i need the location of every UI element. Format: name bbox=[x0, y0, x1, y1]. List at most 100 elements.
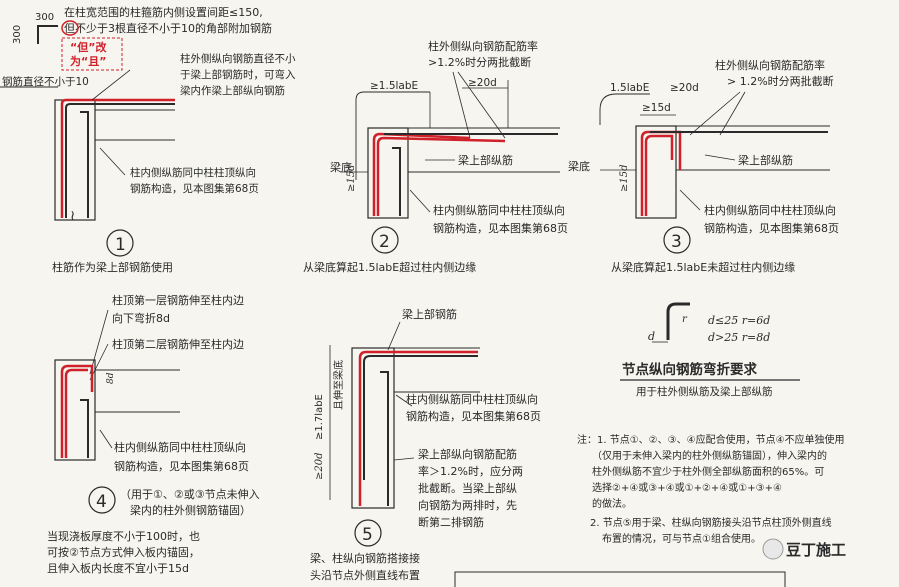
dim-300-top: 300 bbox=[35, 12, 54, 23]
d2-outer-rebar-2 bbox=[376, 136, 506, 216]
diagram-4: 柱顶第一层钢筋伸至柱内边 向下弯折8d 柱顶第二层钢筋伸至柱内边 8d 柱内侧纵… bbox=[47, 293, 260, 575]
d3-number: 3 bbox=[671, 232, 682, 252]
dim-300-side: 300 bbox=[12, 25, 23, 44]
note-line-6: 2. 节点⑤用于梁、柱纵向钢筋接头沿节点柱顶外侧直线 bbox=[590, 516, 832, 529]
bend-title: 节点纵向钢筋弯折要求 bbox=[622, 361, 757, 378]
watermark: 豆丁施工 bbox=[762, 538, 846, 560]
bend-requirement: d r d≤25 r=6d d>25 r=8d 节点纵向钢筋弯折要求 用于柱外侧… bbox=[620, 302, 800, 398]
d4-slab-2: 可按②节点方式伸入板内锚固， bbox=[47, 545, 200, 559]
note-line-7: 布置的情况，可与节点①组合使用。 bbox=[602, 532, 761, 545]
d1-inner-note-1: 柱内侧纵筋同中柱柱顶纵向 bbox=[130, 166, 256, 179]
bend-d-label: d bbox=[648, 330, 655, 343]
d5-ratio-1: 梁上部纵向钢筋配筋 bbox=[418, 447, 517, 461]
bend-rule-1: d≤25 r=6d bbox=[708, 314, 770, 327]
title-block-frame bbox=[454, 571, 786, 587]
d4-first-layer-2: 向下弯折8d bbox=[112, 311, 170, 325]
d4-slab-3: 且伸入板内长度不宜小于15d bbox=[47, 561, 189, 575]
bend-bar-icon bbox=[666, 302, 690, 340]
d3-beam-bottom: 梁底 bbox=[568, 159, 590, 173]
d4-slab-1: 当现浇板厚度不小于100时，也 bbox=[47, 529, 200, 543]
watermark-text: 豆丁施工 bbox=[786, 541, 846, 559]
d3-outer-rebar-2 bbox=[644, 134, 674, 216]
d5-inner-note-1: 柱内侧纵筋同中柱柱顶纵向 bbox=[406, 392, 538, 406]
top-note-line2: 但不少于3根直径不小于10的角部附加钢筋 bbox=[64, 21, 272, 35]
d2-outer-rebar-1 bbox=[372, 132, 471, 216]
d5-outer-rebar bbox=[358, 350, 478, 506]
d5-ratio-4: 向钢筋为两排时，先 bbox=[418, 498, 517, 512]
diagram-5: 梁上部钢筋 ≥1.7labE 且伸至梁底 ≥20d 柱内侧纵筋同中柱柱顶纵向 钢… bbox=[310, 307, 541, 582]
bend-r-label: r bbox=[682, 314, 688, 325]
diagram-3: 1.5labE ≥20d ≥15d 柱外侧纵向钢筋配筋率 > 1.2%时分两批截… bbox=[568, 58, 839, 274]
d2-dim-labe: ≥1.5labE bbox=[370, 80, 418, 92]
bend-rule-2: d>25 r=8d bbox=[708, 331, 770, 344]
d4-inner-note-1: 柱内侧纵筋同中柱柱顶纵向 bbox=[114, 440, 246, 454]
diagram-2: 柱外侧纵向钢筋配筋率 >1.2%时分两批截断 ≥1.5labE ≥20d 梁底 … bbox=[303, 39, 568, 274]
d5-ratio-2: 率＞1.2%时，应分两 bbox=[418, 464, 523, 478]
note-line-3: 柱外侧纵筋不宜少于柱外侧全部纵筋面积的65%。可 bbox=[592, 465, 824, 478]
d3-ratio-1: 柱外侧纵向钢筋配筋率 bbox=[715, 58, 825, 72]
note-line-4: 选择②+④或③+④或①+②+④或①+③+④ bbox=[592, 481, 782, 494]
d3-outer-rebar-1 bbox=[640, 130, 682, 216]
d3-inner-note-2: 钢筋构造，见本图集第68页 bbox=[704, 221, 839, 235]
svg-text:≀: ≀ bbox=[70, 208, 75, 224]
d4-second-layer-rebar bbox=[64, 368, 88, 458]
d1-inner-note-2: 钢筋构造，见本图集第68页 bbox=[130, 182, 259, 195]
d4-dim-8d: 8d bbox=[106, 372, 116, 384]
d1-outer-note-2: 于梁上部钢筋时，可弯入 bbox=[180, 68, 296, 81]
note-line-5: 的做法。 bbox=[592, 497, 632, 510]
d1-number-circle bbox=[106, 229, 134, 257]
diagram-1: 钢筋直径不小于10 ≀ 柱外侧纵向钢筋直径不小 于梁上部钢筋时，可弯入 梁内作梁… bbox=[0, 52, 296, 274]
d4-use-2: 梁内的柱外侧钢筋锚固） bbox=[130, 503, 251, 517]
notes-block: 注：1. 节点①、②、③、④应配合使用，节点④不应单独使用 （仅用于未伸入梁内的… bbox=[577, 433, 845, 545]
d1-bar-diameter-label: 钢筋直径不小于10 bbox=[2, 75, 89, 88]
d2-ratio-2: >1.2%时分两批截断 bbox=[428, 55, 531, 69]
d4-number: 4 bbox=[96, 492, 107, 512]
d4-first-layer-1: 柱顶第一层钢筋伸至柱内边 bbox=[112, 293, 244, 307]
d5-extend-beam-bottom: 且伸至梁底 bbox=[332, 360, 345, 410]
top-note-line1: 在柱宽范围的柱箍筋内侧设置间距≤150, bbox=[64, 5, 263, 19]
d2-dim-15d: ≥15d bbox=[346, 164, 357, 192]
correction-text-2: 为“且” bbox=[70, 54, 106, 68]
correction-box bbox=[61, 37, 123, 71]
d3-beam-bar: 梁上部纵筋 bbox=[738, 153, 793, 167]
d5-bottom-1: 梁、柱纵向钢筋搭接接 bbox=[310, 551, 420, 565]
d5-dim-17: ≥1.7labE bbox=[314, 394, 325, 440]
d3-inner-note-1: 柱内侧纵筋同中柱柱顶纵向 bbox=[704, 203, 836, 217]
d3-dim-15d-top: ≥15d bbox=[642, 102, 671, 114]
d2-inner-note-2: 钢筋构造，见本图集第68页 bbox=[433, 221, 568, 235]
d1-outer-note-1: 柱外侧纵向钢筋直径不小 bbox=[180, 52, 296, 65]
d1-outer-rebar bbox=[60, 98, 175, 218]
watermark-logo-icon bbox=[762, 538, 784, 560]
bend-subtitle: 用于柱外侧纵筋及梁上部纵筋 bbox=[636, 385, 773, 398]
d5-beam-top: 梁上部钢筋 bbox=[402, 307, 457, 321]
d5-dim-20d: ≥20d bbox=[314, 452, 325, 480]
d3-dim-15d: ≥15d bbox=[619, 164, 630, 192]
d3-dim-20d: ≥20d bbox=[670, 82, 699, 94]
d2-beam-bar: 梁上部纵筋 bbox=[458, 153, 513, 167]
d5-number: 5 bbox=[362, 525, 373, 545]
d2-caption: 从梁底算起1.5labE超过柱内侧边缘 bbox=[303, 260, 476, 274]
d5-ratio-3: 批截断。当梁上部纵 bbox=[418, 481, 517, 495]
d3-dim-labe: 1.5labE bbox=[610, 82, 649, 94]
d2-dim-20d: ≥20d bbox=[468, 77, 497, 89]
correction-circle bbox=[61, 20, 79, 36]
d2-ratio-1: 柱外侧纵向钢筋配筋率 bbox=[428, 39, 538, 53]
d5-inner-note-2: 钢筋构造，见本图集第68页 bbox=[406, 409, 541, 423]
d3-ratio-2: > 1.2%时分两批截断 bbox=[727, 74, 834, 88]
d2-inner-note-1: 柱内侧纵筋同中柱柱顶纵向 bbox=[433, 203, 565, 217]
d2-number: 2 bbox=[379, 232, 390, 252]
d3-caption: 从梁底算起1.5labE未超过柱内侧边缘 bbox=[611, 260, 795, 274]
d1-caption: 柱筋作为梁上部钢筋使用 bbox=[52, 260, 173, 274]
d4-inner-note-2: 钢筋构造，见本图集第68页 bbox=[114, 459, 249, 473]
corner-bar-detail bbox=[37, 25, 58, 44]
d5-bottom-2: 头沿节点外侧直线布置 bbox=[310, 568, 420, 582]
correction-text-1: “但”改 bbox=[70, 40, 107, 54]
d1-outer-note-3: 梁内作梁上部纵向钢筋 bbox=[180, 84, 285, 97]
d1-number: 1 bbox=[115, 235, 126, 255]
d4-first-layer-rebar bbox=[60, 364, 94, 458]
d4-use-1: （用于①、②或③节点未伸入 bbox=[120, 488, 260, 501]
d4-second-layer: 柱顶第二层钢筋伸至柱内边 bbox=[112, 337, 244, 351]
note-line-1: 注：1. 节点①、②、③、④应配合使用，节点④不应单独使用 bbox=[577, 433, 845, 446]
